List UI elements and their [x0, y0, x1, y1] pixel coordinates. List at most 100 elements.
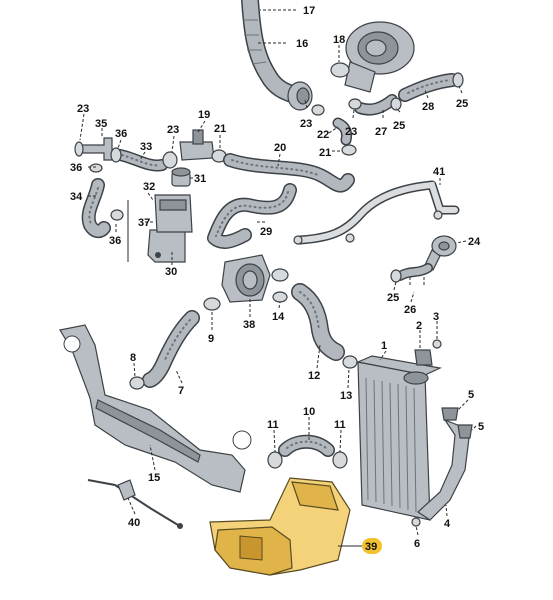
air-duct-39	[209, 477, 351, 576]
callout-29: 29	[260, 226, 272, 238]
callout-28: 28	[422, 101, 434, 113]
callout-39: 39	[365, 541, 377, 553]
hose-33	[114, 149, 168, 172]
hose-7	[142, 310, 200, 388]
callout-18: 18	[333, 34, 345, 46]
hose-26	[395, 263, 433, 281]
clamp-36-lower	[110, 209, 124, 221]
hose-34	[81, 178, 111, 239]
clip-5	[441, 407, 473, 439]
callout-22: 22	[317, 129, 329, 141]
callout-33: 33	[140, 141, 152, 153]
tee-fitting-35	[74, 137, 113, 173]
callout-16: 16	[296, 38, 308, 50]
callout-11-a: 11	[267, 419, 279, 431]
callout-27: 27	[375, 126, 387, 138]
callout-8: 8	[130, 352, 136, 364]
clamp-14-upper	[271, 268, 289, 282]
connector-19	[179, 129, 215, 161]
callout-30: 30	[165, 266, 177, 278]
valve-37	[154, 194, 193, 233]
turbocharger	[344, 21, 415, 93]
hose-29	[207, 183, 297, 249]
throttle-body-38	[221, 254, 271, 303]
hose-28	[398, 73, 459, 102]
sensor-2	[414, 349, 433, 366]
callout-9: 9	[208, 333, 214, 345]
bracket-30	[147, 229, 186, 263]
callout-23-d: 23	[167, 124, 179, 136]
callout-17: 17	[303, 5, 315, 17]
hose-10	[278, 434, 335, 457]
callout-24: 24	[468, 236, 481, 248]
callout-31: 31	[194, 173, 206, 185]
callout-10: 10	[303, 406, 315, 418]
callout-25-b: 25	[456, 98, 468, 110]
callout-34: 34	[70, 191, 83, 203]
clamp-25-lower	[390, 269, 402, 283]
callout-13: 13	[340, 390, 352, 402]
clamp-11-right	[332, 451, 348, 469]
leader-lines	[79, 9, 477, 547]
callout-7: 7	[178, 385, 184, 397]
callout-25-a: 25	[393, 120, 405, 132]
callout-39-badge: 39	[362, 538, 382, 554]
callout-15: 15	[148, 472, 160, 484]
callout-35: 35	[95, 118, 107, 130]
callout-38: 38	[243, 319, 255, 331]
bracket-15	[59, 324, 252, 493]
clamp-9	[203, 297, 221, 311]
callout-11-b: 11	[334, 419, 346, 431]
callout-19: 19	[198, 109, 210, 121]
bolt-6	[411, 517, 421, 527]
callout-21-a: 21	[319, 147, 331, 159]
callout-23-a: 23	[300, 118, 312, 130]
clamp-21-lower	[341, 144, 357, 156]
callout-20: 20	[274, 142, 286, 154]
callout-41: 41	[433, 166, 445, 178]
callout-1: 1	[381, 340, 387, 352]
pipe-41	[293, 180, 460, 245]
callout-23-b: 23	[345, 126, 357, 138]
clamp-13	[342, 355, 358, 369]
callout-36-a: 36	[115, 128, 127, 140]
bolt-3	[432, 339, 442, 349]
connector-part-16-end	[287, 81, 313, 111]
hose-12	[291, 283, 345, 361]
callout-36-b: 36	[70, 162, 82, 174]
callout-3: 3	[433, 311, 439, 323]
hose-20	[223, 153, 355, 193]
hose-22	[332, 117, 353, 146]
callout-4: 4	[444, 518, 451, 530]
clamp-8	[129, 376, 145, 390]
callout-2: 2	[416, 320, 422, 332]
callout-5-a: 5	[468, 389, 474, 401]
callout-12: 12	[308, 370, 320, 382]
callout-14: 14	[272, 311, 285, 323]
clamp-11-left	[267, 451, 283, 469]
tie-40	[87, 479, 183, 529]
clamp-14-lower	[272, 291, 288, 303]
callout-25-c: 25	[387, 292, 399, 304]
callout-26: 26	[404, 304, 416, 316]
clamp-23-top	[311, 104, 325, 116]
clamp-36-upper	[110, 147, 122, 163]
bracket-4	[417, 418, 471, 521]
clamp-27-left	[348, 98, 362, 110]
callout-labels: 17 16 18 23 23 27 25 28 25 22 21 23 35 3…	[70, 5, 484, 550]
callout-37: 37	[138, 217, 150, 229]
callout-6: 6	[414, 538, 420, 550]
callout-21-b: 21	[214, 123, 226, 135]
callout-32: 32	[143, 181, 155, 193]
callout-5-b: 5	[478, 421, 484, 433]
callout-23-c: 23	[77, 103, 89, 115]
intercooler-1	[355, 355, 442, 521]
clamp-23-left	[162, 151, 178, 169]
clamp-25-mid	[390, 97, 402, 111]
hose-16	[241, 0, 304, 104]
cap-31	[171, 167, 191, 187]
clamp-18	[330, 62, 350, 78]
hose-27	[354, 94, 398, 116]
clamp-25-right	[452, 72, 464, 88]
